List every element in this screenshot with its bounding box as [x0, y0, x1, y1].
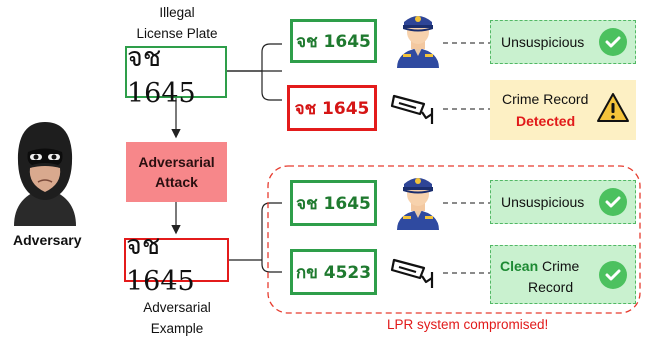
- caption-line-2: Example: [150, 321, 204, 336]
- plate-text: จช 1645: [127, 42, 196, 109]
- check-icon: [599, 261, 627, 289]
- plate-read-officer-bottom: จช 1645: [290, 180, 377, 226]
- result-line-2: Detected: [516, 113, 576, 129]
- plate-text: จช 1645: [296, 193, 371, 214]
- cctv-camera-icon: [390, 258, 434, 288]
- lpr-compromised-label: LPR system compromised!: [387, 317, 549, 332]
- caption-line-1: Illegal: [159, 5, 195, 20]
- adversarial-example-caption: Adversarial Example: [118, 297, 236, 339]
- plate-text: จช 1645: [294, 98, 370, 119]
- police-officer-icon: [397, 178, 439, 230]
- result-line-1: Clean Crime: [500, 258, 579, 274]
- illegal-license-plate: จช 1645: [125, 42, 227, 109]
- caption-line-2: License Plate: [136, 26, 218, 41]
- check-icon: [599, 188, 627, 216]
- warning-icon: [597, 93, 629, 122]
- adversarial-attack-box: Adversarial Attack: [126, 142, 227, 202]
- adversary-icon: [14, 122, 76, 226]
- illegal-plate-caption: Illegal License Plate: [118, 2, 236, 44]
- adversarial-license-plate: จช 1645: [124, 230, 229, 297]
- attack-line-1: Adversarial: [138, 154, 215, 170]
- result-unsuspicious-top: Unsuspicious: [490, 20, 636, 64]
- plate-read-camera-top: จช 1645: [287, 85, 377, 131]
- result-text: Unsuspicious: [501, 194, 585, 210]
- result-line-2: Record: [528, 279, 574, 295]
- adversary-label: Adversary: [13, 232, 82, 248]
- caption-line-1: Adversarial: [143, 300, 211, 315]
- plate-text: จช 1645: [126, 230, 195, 297]
- plate-text: จช 1645: [296, 31, 371, 52]
- result-clean-record: Clean Crime Record: [490, 245, 636, 304]
- crime-word: Crime: [538, 258, 580, 274]
- result-crime-detected: Crime Record Detected: [490, 80, 636, 140]
- result-line-1: Crime Record: [502, 91, 589, 107]
- attack-line-2: Attack: [155, 174, 198, 190]
- cctv-camera-icon: [390, 94, 434, 124]
- police-officer-icon: [397, 16, 439, 68]
- plate-text: กข 4523: [295, 262, 372, 283]
- result-unsuspicious-bottom: Unsuspicious: [490, 180, 636, 224]
- clean-word: Clean: [500, 258, 539, 274]
- check-icon: [599, 28, 627, 56]
- plate-read-officer: จช 1645: [290, 19, 377, 63]
- result-text: Unsuspicious: [501, 34, 585, 50]
- plate-read-camera-bottom: กข 4523: [290, 249, 377, 295]
